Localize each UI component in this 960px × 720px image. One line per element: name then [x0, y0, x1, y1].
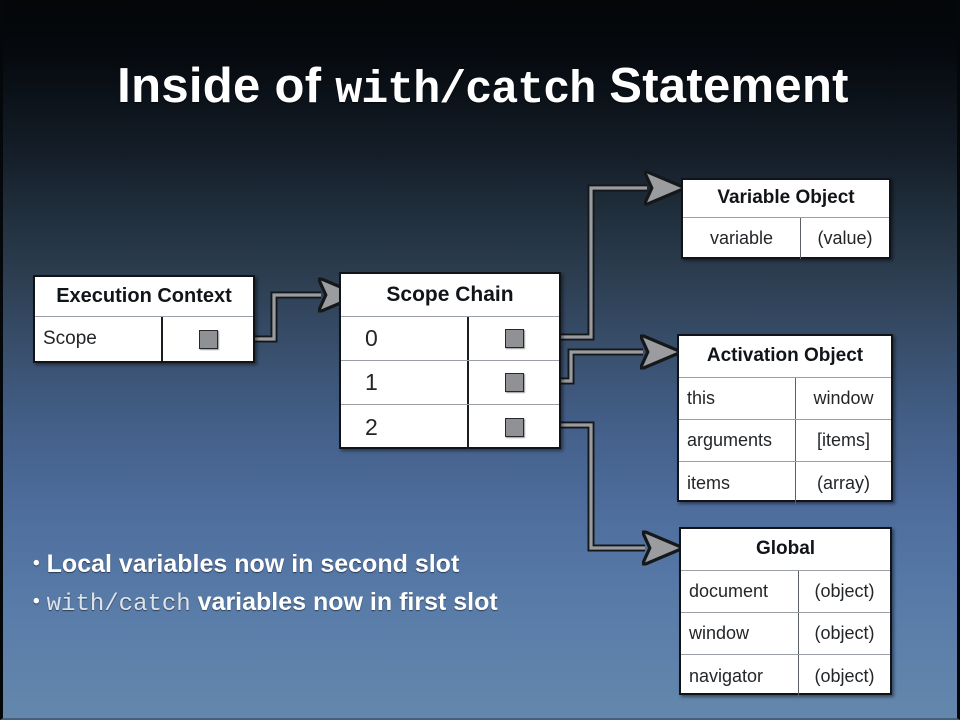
activation-object-header: Activation Object — [679, 336, 891, 378]
connector-stub-icon — [504, 373, 524, 392]
activation-object-value-1: [items] — [795, 420, 891, 461]
execution-context-header: Execution Context — [35, 277, 253, 317]
title-prefix: Inside of — [117, 59, 336, 113]
global-object-header: Global — [681, 529, 890, 571]
scope-chain-index-2: 2 — [365, 413, 378, 440]
variable-object-header: Variable Object — [683, 180, 889, 218]
connector-stub-icon — [504, 417, 524, 437]
execution-context-scope-slot[interactable] — [161, 317, 253, 361]
global-object-value-0: (object) — [798, 571, 890, 612]
table-row[interactable]: 0 — [341, 317, 559, 361]
activation-object-key-0: this — [687, 388, 716, 408]
bullet-text-0: Local variables now in second slot — [46, 550, 460, 578]
scope-chain-slot-1[interactable] — [467, 361, 559, 404]
scope-chain-header: Scope Chain — [341, 274, 559, 317]
bullet-marker-icon: • — [33, 591, 40, 612]
list-item: • Local variables now in second slot — [33, 545, 633, 583]
table-row[interactable]: document (object) — [681, 571, 890, 613]
bullet-mono-keyword: with/catch — [46, 591, 191, 618]
scope-chain-slot-2[interactable] — [467, 405, 559, 449]
table-row[interactable]: variable (value) — [683, 218, 889, 259]
execution-context-box[interactable]: Execution Context Scope — [33, 275, 255, 363]
table-row[interactable]: navigator (object) — [681, 655, 890, 697]
activation-object-box[interactable]: Activation Object this window arguments … — [677, 334, 893, 504]
connector-stub-icon — [198, 329, 218, 349]
execution-context-row-label: Scope — [43, 328, 97, 349]
bullet-marker-icon: • — [33, 553, 40, 574]
global-object-box[interactable]: Global document (object) window (object)… — [679, 527, 892, 697]
variable-object-value-0: (value) — [800, 218, 889, 259]
list-item: • with/catch variables now in first slot — [33, 583, 633, 623]
variable-object-key-0: variable — [709, 228, 774, 248]
global-object-key-2: navigator — [689, 665, 764, 686]
table-row[interactable]: 2 — [341, 405, 559, 449]
table-row[interactable]: Scope — [35, 317, 253, 361]
connector-stub-icon — [504, 329, 524, 348]
scope-chain-index-0: 0 — [365, 325, 378, 351]
bullet-text-1: variables now in first slot — [190, 588, 498, 616]
table-row[interactable]: window (object) — [681, 613, 890, 655]
table-row[interactable]: 1 — [341, 361, 559, 405]
scope-chain-slot-0[interactable] — [467, 317, 559, 360]
scope-chain-box[interactable]: Scope Chain 0 1 2 — [339, 272, 561, 449]
global-object-key-0: document — [689, 581, 769, 601]
table-row[interactable]: items (array) — [679, 462, 891, 504]
title-mono-keyword: with/catch — [335, 65, 596, 116]
bullet-list: • Local variables now in second slot • wit… — [33, 545, 633, 623]
scope-chain-index-1: 1 — [365, 369, 378, 395]
arrow-exec-to-scope — [244, 295, 321, 343]
variable-object-box[interactable]: Variable Object variable (value) — [681, 178, 891, 259]
activation-object-key-1: arguments — [687, 430, 773, 450]
activation-object-key-2: items — [687, 472, 731, 493]
activation-object-value-0: window — [795, 378, 891, 419]
title-suffix: Statement — [595, 59, 849, 113]
table-row[interactable]: arguments [items] — [679, 420, 891, 462]
global-object-value-2: (object) — [798, 655, 890, 697]
global-object-value-1: (object) — [798, 613, 890, 654]
global-object-key-1: window — [689, 623, 750, 643]
page-title: Inside of with/catch Statement — [3, 58, 957, 116]
table-row[interactable]: this window — [679, 378, 891, 420]
activation-object-value-2: (array) — [795, 462, 891, 504]
